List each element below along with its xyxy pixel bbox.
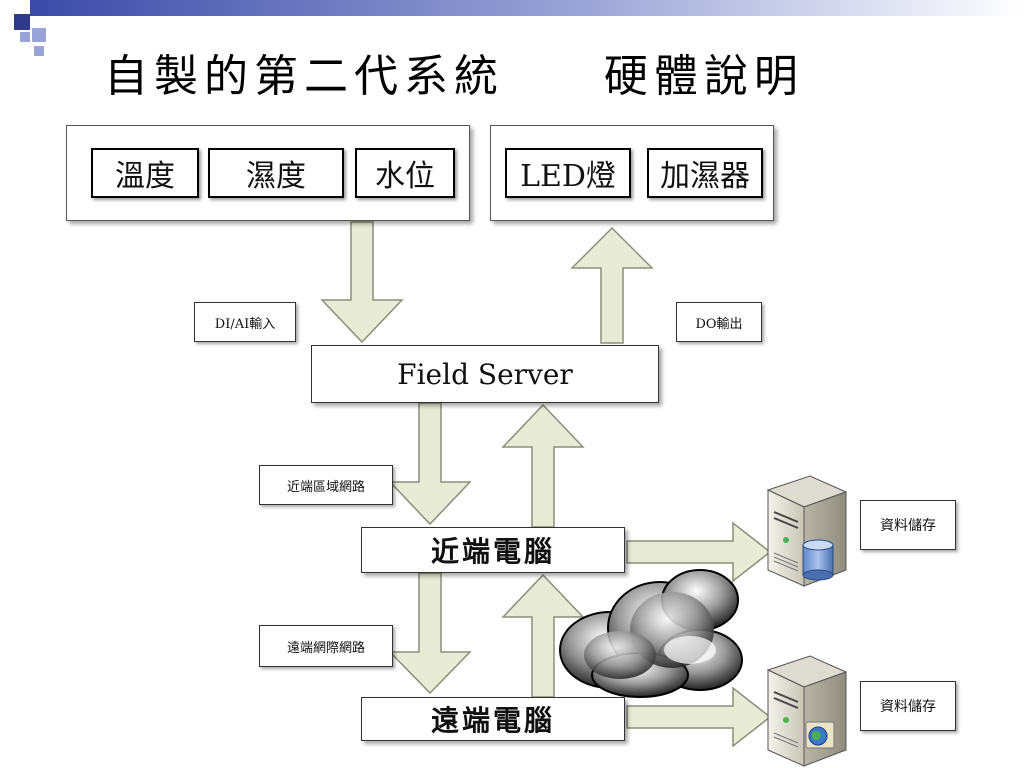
sensor-water-level: 水位 [355,148,455,198]
arrow-right-storage-1 [626,521,772,583]
cloud-icon [559,569,743,698]
near-pc-box: 近端電腦 [361,527,625,573]
sensor-humidity: 濕度 [208,148,344,198]
arrow-down-wan [388,572,472,695]
server-icon [766,655,848,767]
deco-square-tiny [20,32,30,42]
actuator-humidifier: 加濕器 [647,148,763,198]
deco-square-mid [32,28,46,42]
arrow-down-input [320,221,404,344]
remote-pc-box: 遠端電腦 [361,697,625,741]
label-do-output: DO輸出 [676,302,762,342]
server-icon [766,475,848,587]
deco-square-small [34,46,44,56]
label-wan: 遠端網際網路 [259,625,393,667]
sensor-temperature: 溫度 [91,148,199,198]
slide-title: 自製的第二代系統 硬體說明 [104,51,804,102]
field-server-box: Field Server [311,345,659,403]
deco-square-light [0,0,14,14]
label-lan: 近端區域網路 [259,465,393,505]
arrow-right-storage-2 [626,686,772,748]
header-gradient-bar [30,0,1024,16]
storage-label-1: 資料儲存 [860,500,956,550]
label-di-ai-input: DI/AI輸入 [194,302,296,342]
arrow-up-output [570,226,654,344]
deco-square-dark [14,14,30,30]
arrow-down-lan [388,402,472,526]
database-icon [802,539,834,581]
internet-globe-icon [805,721,835,749]
storage-label-2: 資料儲存 [860,681,956,731]
actuator-led: LED燈 [505,148,631,198]
